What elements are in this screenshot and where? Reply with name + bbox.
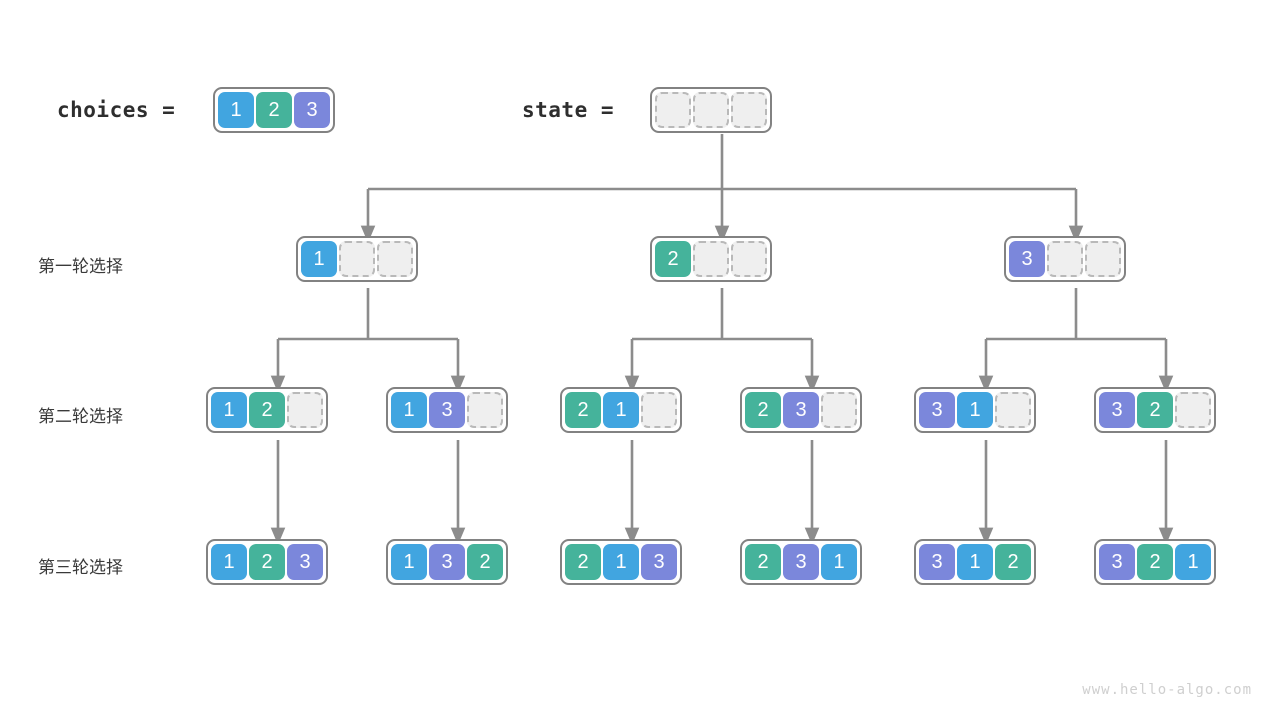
node-level2-6-cell-1: 3 [1099, 392, 1135, 428]
node-level2-5-cell-3 [995, 392, 1031, 428]
node-level2-6-cell-2: 2 [1137, 392, 1173, 428]
choices-cell-3: 3 [294, 92, 330, 128]
row-label-round-3: 第三轮选择 [38, 558, 123, 577]
node-level3-4-cell-3: 1 [821, 544, 857, 580]
node-level2-5-cell-1: 3 [919, 392, 955, 428]
node-level1-1-cell-2 [339, 241, 375, 277]
state-cell-2 [693, 92, 729, 128]
node-level3-6-cell-3: 1 [1175, 544, 1211, 580]
node-level3-4-cell-1: 2 [745, 544, 781, 580]
row-label-round-2: 第二轮选择 [38, 407, 123, 426]
node-level2-3-cell-1: 2 [565, 392, 601, 428]
node-level1-3: 3 [1004, 236, 1126, 282]
node-level1-1: 1 [296, 236, 418, 282]
node-level2-2-cell-1: 1 [391, 392, 427, 428]
node-level1-2-cell-1: 2 [655, 241, 691, 277]
node-level3-3-cell-2: 1 [603, 544, 639, 580]
node-level3-1-cell-1: 1 [211, 544, 247, 580]
node-level2-1-cell-2: 2 [249, 392, 285, 428]
node-level3-3-cell-1: 2 [565, 544, 601, 580]
node-level3-5-cell-1: 3 [919, 544, 955, 580]
node-level1-2-cell-3 [731, 241, 767, 277]
state-array [650, 87, 772, 133]
node-level3-4-cell-2: 3 [783, 544, 819, 580]
node-level1-3-cell-2 [1047, 241, 1083, 277]
node-level1-1-cell-1: 1 [301, 241, 337, 277]
node-level2-2-cell-3 [467, 392, 503, 428]
watermark: www.hello-algo.com [1082, 682, 1252, 698]
node-level2-4-cell-1: 2 [745, 392, 781, 428]
node-level2-3-cell-3 [641, 392, 677, 428]
node-level3-2-cell-1: 1 [391, 544, 427, 580]
node-level3-3-cell-3: 3 [641, 544, 677, 580]
node-level3-6-cell-2: 2 [1137, 544, 1173, 580]
node-level1-3-cell-3 [1085, 241, 1121, 277]
state-cell-1 [655, 92, 691, 128]
node-level2-1-cell-3 [287, 392, 323, 428]
node-level2-3-cell-2: 1 [603, 392, 639, 428]
node-level1-3-cell-1: 3 [1009, 241, 1045, 277]
choices-label: choices = [57, 98, 176, 122]
node-level3-1-cell-3: 3 [287, 544, 323, 580]
node-level3-5-cell-2: 1 [957, 544, 993, 580]
state-cell-3 [731, 92, 767, 128]
node-level2-4-cell-3 [821, 392, 857, 428]
choices-cell-1: 1 [218, 92, 254, 128]
choices-cell-2: 2 [256, 92, 292, 128]
state-label: state = [522, 98, 615, 122]
node-level2-6-cell-3 [1175, 392, 1211, 428]
node-level3-1-cell-2: 2 [249, 544, 285, 580]
node-level2-2-cell-2: 3 [429, 392, 465, 428]
row-label-round-1: 第一轮选择 [38, 257, 123, 276]
node-level2-5-cell-2: 1 [957, 392, 993, 428]
node-level3-5-cell-3: 2 [995, 544, 1031, 580]
node-level2-1-cell-1: 1 [211, 392, 247, 428]
node-level1-2-cell-2 [693, 241, 729, 277]
node-level3-2-cell-3: 2 [467, 544, 503, 580]
node-level2-4-cell-2: 3 [783, 392, 819, 428]
node-level3-2-cell-2: 3 [429, 544, 465, 580]
node-level3-6-cell-1: 3 [1099, 544, 1135, 580]
node-level1-2: 2 [650, 236, 772, 282]
node-level1-1-cell-3 [377, 241, 413, 277]
